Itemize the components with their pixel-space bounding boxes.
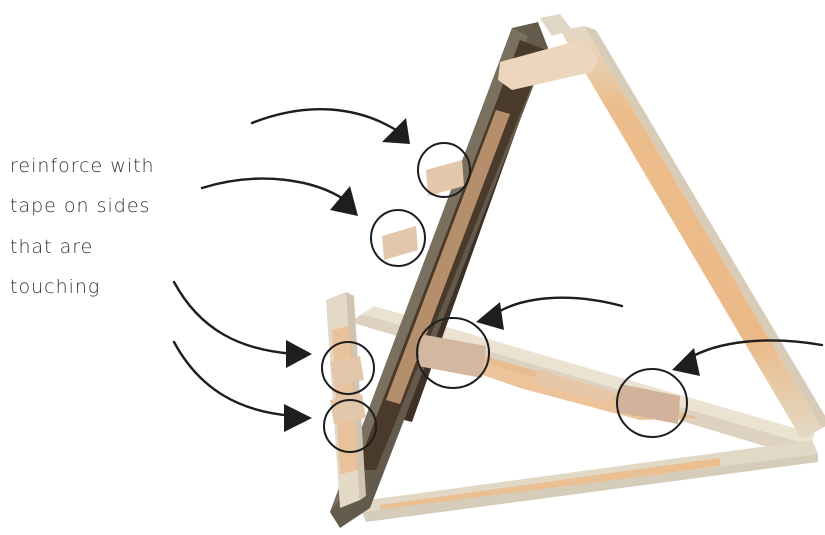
annotation-note: reinforce with tape on sides that are to… xyxy=(10,155,155,298)
arrow-2 xyxy=(202,179,358,216)
note-line-1: reinforce with xyxy=(10,155,155,177)
tetrahedron-model xyxy=(326,14,825,528)
note-line-3: that are xyxy=(10,236,93,258)
arrow-5 xyxy=(476,298,622,330)
arrow-1 xyxy=(252,109,410,144)
stick-bottom-front xyxy=(362,440,818,522)
note-line-2: tape on sides xyxy=(10,195,150,217)
arrow-3 xyxy=(174,282,312,368)
note-line-4: touching xyxy=(10,276,100,298)
